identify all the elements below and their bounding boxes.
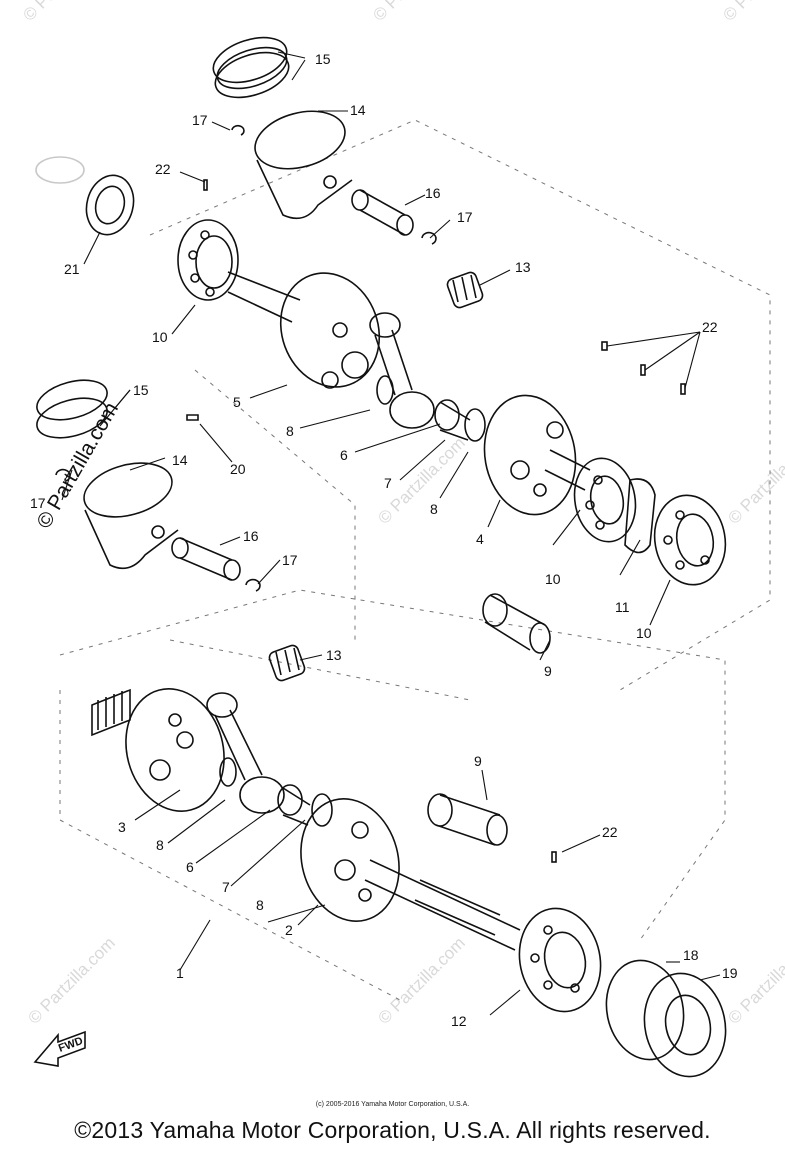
watermark: © Partzilla.com [19,0,113,25]
callout-14: 14 [172,452,188,468]
callout-11: 11 [615,599,630,615]
callout-17: 17 [282,552,298,568]
callout-12: 12 [451,1013,467,1029]
callout-22: 22 [602,824,618,840]
callout-10: 10 [152,329,168,345]
callout-2: 2 [285,922,293,938]
callout-13: 13 [326,647,342,663]
callout-16: 16 [243,528,259,544]
callout-17: 17 [457,209,473,225]
callout-14: 14 [350,102,366,118]
callout-9: 9 [474,753,482,769]
watermark: © Partzilla.com [724,433,785,527]
callout-17: 17 [30,495,46,511]
callout-9: 9 [544,663,552,679]
fwd-arrow-icon: FWD [33,1030,86,1067]
callout-21: 21 [64,261,80,277]
lower-crank-assembly [91,688,727,1078]
callout-6: 6 [340,447,348,463]
callout-18: 18 [683,947,699,963]
callout-7: 7 [222,879,230,895]
callout-8: 8 [286,423,294,439]
callout-22: 22 [702,319,718,335]
side-watermark: © Partzilla.com [32,398,123,532]
callout-15: 15 [315,51,331,67]
callout-5: 5 [233,394,241,410]
callout-19: 19 [722,965,738,981]
callout-20: 20 [230,461,246,477]
leader-lines [61,51,721,1016]
callout-6: 6 [186,859,194,875]
callout-1: 1 [176,965,184,981]
callout-10: 10 [545,571,561,587]
callout-13: 13 [515,259,531,275]
watermark: © Partzilla.com [24,933,118,1027]
callout-8: 8 [156,837,164,853]
callout-4: 4 [476,531,484,547]
callout-17: 17 [192,112,208,128]
copyright-small: (c) 2005-2016 Yamaha Motor Corporation, … [315,1101,470,1108]
callout-3: 3 [118,819,126,835]
callout-group: 15 14 17 22 16 17 21 13 10 5 22 15 8 6 2… [30,51,738,1029]
callout-22: 22 [155,161,171,177]
watermark: © Partzilla.com [719,0,785,25]
callout-16: 16 [425,185,441,201]
watermark: © Partzilla.com [369,0,463,25]
copyright-main: ©2013 Yamaha Motor Corporation, U.S.A. A… [74,1117,711,1143]
callout-7: 7 [384,475,392,491]
callout-15: 15 [133,382,149,398]
upper-crank-assembly [35,36,727,682]
callout-10: 10 [636,625,652,641]
callout-8: 8 [430,501,438,517]
assembly-outline [59,119,771,1001]
callout-8: 8 [256,897,264,913]
